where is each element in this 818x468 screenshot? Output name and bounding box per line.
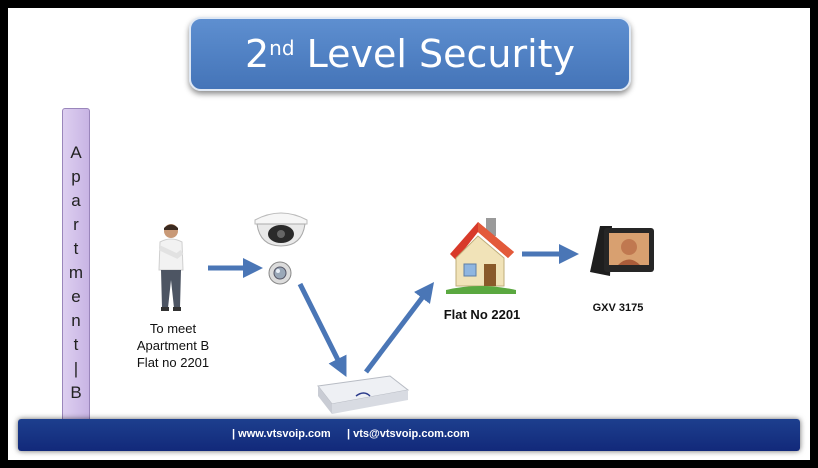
footer-bar: | www.vtsvoip.com | vts@vtsvoip.com.com: [18, 419, 800, 451]
apartment-letter: a: [71, 191, 81, 210]
apartment-bar: A p a r t m e n t | B: [62, 108, 90, 440]
person-icon: [158, 224, 184, 311]
apartment-letter: p: [71, 167, 81, 186]
call-button-icon: [268, 261, 292, 285]
apartment-letter: |: [73, 359, 79, 378]
flow-arrows: [208, 244, 579, 377]
footer-website[interactable]: | www.vtsvoip.com: [232, 428, 331, 440]
apartment-letter: A: [70, 143, 82, 162]
visitor-label: To meet Apartment B Flat no 2201: [120, 320, 226, 371]
title-superscript: nd: [269, 36, 295, 60]
video-phone-icon: [590, 226, 654, 276]
house-icon: [446, 218, 516, 294]
apartment-letter: m: [68, 263, 84, 282]
apartment-letter: t: [73, 239, 79, 258]
phone-model-label: GXV 3175: [592, 302, 644, 314]
footer-email[interactable]: | vts@vtsvoip.com.com: [347, 428, 470, 440]
apartment-letter: e: [71, 287, 81, 306]
apartment-letter: B: [70, 383, 82, 402]
visitor-label-line: Apartment B: [136, 338, 210, 353]
visitor-label-line: To meet: [149, 321, 197, 336]
apartment-letter: r: [73, 215, 79, 234]
title-main: 2: [244, 32, 270, 76]
dome-camera-icon: [254, 212, 308, 247]
arrow-server-to-house: [364, 282, 435, 374]
visitor-label-line: Flat no 2201: [136, 355, 210, 370]
arrow-camera-to-server: [297, 282, 347, 377]
server-icon: [317, 375, 410, 414]
apartment-letter: t: [73, 335, 79, 354]
flat-label: Flat No 2201: [443, 307, 521, 322]
apartment-letter: n: [71, 311, 81, 330]
title-rest: Level Security: [294, 32, 576, 76]
